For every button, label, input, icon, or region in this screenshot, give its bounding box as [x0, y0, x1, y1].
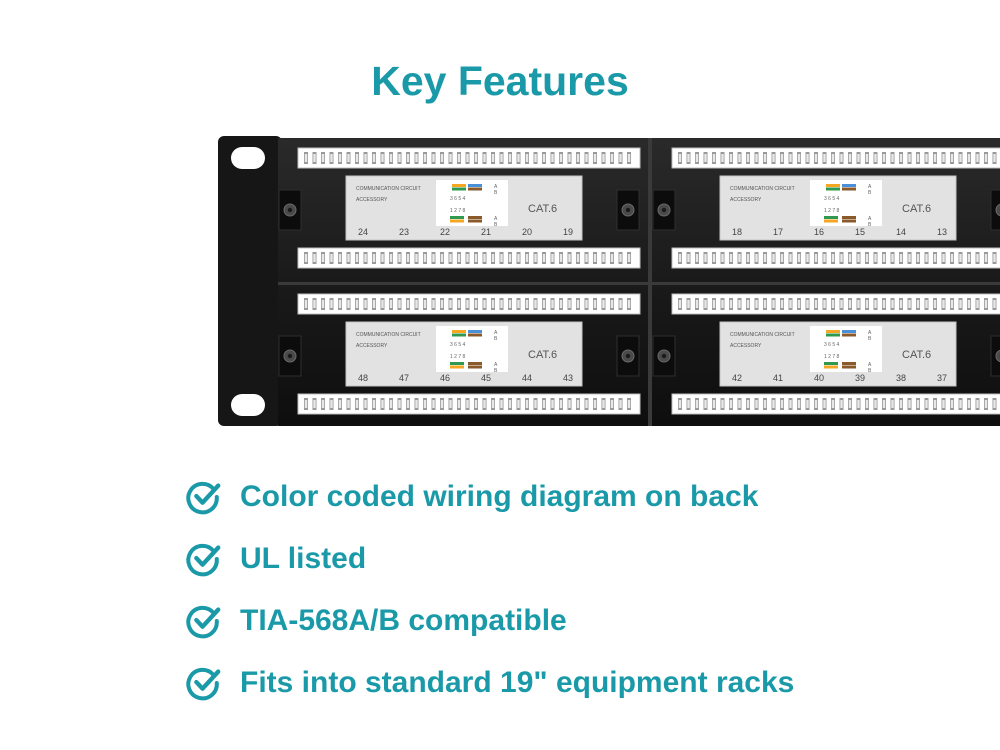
svg-text:B: B	[494, 190, 498, 196]
svg-text:B: B	[494, 336, 498, 342]
svg-text:B: B	[868, 368, 872, 374]
check-circle-icon	[186, 543, 221, 577]
rack-ear	[218, 136, 282, 426]
check-circle-icon	[186, 481, 221, 515]
svg-text:A: A	[868, 184, 872, 190]
port-number: 15	[855, 227, 865, 237]
screw-icon	[995, 349, 1000, 363]
port-number: 46	[440, 373, 450, 383]
svg-text:1 2 7 8: 1 2 7 8	[450, 354, 466, 360]
feature-item: UL listed	[184, 528, 794, 590]
category-label: CAT.6	[902, 349, 931, 361]
check-circle-icon	[186, 605, 221, 639]
port-number: 21	[481, 227, 491, 237]
feature-item: Fits into standard 19" equipment racks	[184, 652, 794, 714]
port-number: 19	[563, 227, 573, 237]
port-number: 47	[399, 373, 409, 383]
port-number: 44	[522, 373, 532, 383]
port-number: 45	[481, 373, 491, 383]
port-number: 23	[399, 227, 409, 237]
port-number: 18	[732, 227, 742, 237]
svg-text:A: A	[868, 216, 872, 222]
svg-text:B: B	[868, 336, 872, 342]
label-text: ACCESSORY	[356, 197, 388, 203]
svg-text:3 6 5 4: 3 6 5 4	[824, 196, 840, 202]
label-text: ACCESSORY	[730, 197, 762, 203]
port-number: 41	[773, 373, 783, 383]
port-number: 24	[358, 227, 368, 237]
category-label: CAT.6	[902, 203, 931, 215]
svg-text:3 6 5 4: 3 6 5 4	[450, 196, 466, 202]
svg-text:3 6 5 4: 3 6 5 4	[824, 342, 840, 348]
svg-text:3 6 5 4: 3 6 5 4	[450, 342, 466, 348]
port-number: 40	[814, 373, 824, 383]
page-title: Key Features	[371, 58, 629, 104]
port-number: 20	[522, 227, 532, 237]
port-number: 13	[937, 227, 947, 237]
svg-text:A: A	[494, 216, 498, 222]
svg-text:1 2 7 8: 1 2 7 8	[450, 208, 466, 214]
svg-text:B: B	[868, 190, 872, 196]
port-number: 17	[773, 227, 783, 237]
svg-text:B: B	[494, 222, 498, 228]
label-text: COMMUNICATION CIRCUIT	[356, 332, 421, 338]
svg-text:B: B	[494, 368, 498, 374]
label-text: COMMUNICATION CIRCUIT	[730, 186, 795, 192]
feature-list: Color coded wiring diagram on back UL li…	[184, 466, 794, 714]
svg-text:A: A	[494, 184, 498, 190]
port-number: 42	[732, 373, 742, 383]
svg-text:B: B	[868, 222, 872, 228]
svg-text:1 2 7 8: 1 2 7 8	[824, 208, 840, 214]
svg-text:A: A	[868, 330, 872, 336]
svg-text:A: A	[494, 330, 498, 336]
port-number: 14	[896, 227, 906, 237]
check-circle-icon	[186, 667, 221, 701]
mount-slot	[231, 394, 265, 416]
feature-text: UL listed	[240, 542, 367, 575]
svg-text:A: A	[868, 362, 872, 368]
svg-text:1 2 7 8: 1 2 7 8	[824, 354, 840, 360]
port-number: 48	[358, 373, 368, 383]
port-number: 38	[896, 373, 906, 383]
feature-text: TIA-568A/B compatible	[240, 604, 567, 637]
label-text: ACCESSORY	[730, 343, 762, 349]
port-number: 43	[563, 373, 573, 383]
category-label: CAT.6	[528, 203, 557, 215]
label-text: ACCESSORY	[356, 343, 388, 349]
feature-item: TIA-568A/B compatible	[184, 590, 794, 652]
label-text: COMMUNICATION CIRCUIT	[730, 332, 795, 338]
feature-text: Color coded wiring diagram on back	[240, 480, 759, 513]
feature-item: Color coded wiring diagram on back	[184, 466, 794, 528]
feature-text: Fits into standard 19" equipment racks	[240, 666, 795, 699]
svg-text:A: A	[494, 362, 498, 368]
category-label: CAT.6	[528, 349, 557, 361]
screw-icon	[995, 203, 1000, 217]
port-number: 16	[814, 227, 824, 237]
label-text: COMMUNICATION CIRCUIT	[356, 186, 421, 192]
port-number: 37	[937, 373, 947, 383]
mount-slot	[231, 147, 265, 169]
port-number: 39	[855, 373, 865, 383]
port-number: 22	[440, 227, 450, 237]
